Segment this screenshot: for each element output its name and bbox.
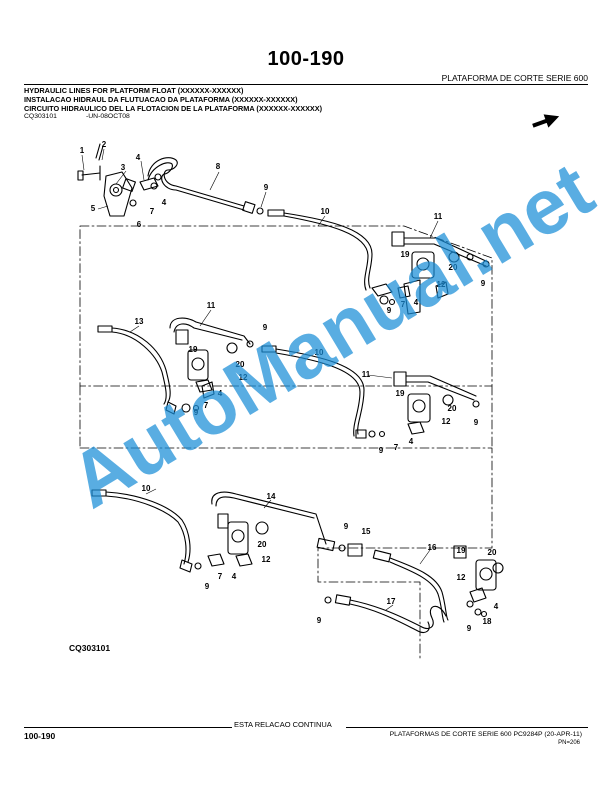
callout-19b: 19 bbox=[188, 345, 198, 354]
callout-3: 3 bbox=[120, 163, 126, 172]
footer-divider-right bbox=[346, 727, 588, 728]
callout-7b: 7 bbox=[400, 300, 406, 309]
callout-9d: 9 bbox=[262, 323, 268, 332]
callout-12b: 12 bbox=[238, 373, 248, 382]
continued-notice: ESTA RELACAO CONTINUA bbox=[234, 720, 332, 729]
title-portuguese: INSTALACAO HIDRAUL DA FLUTUACAO DA PLATA… bbox=[24, 95, 298, 105]
callout-9: 9 bbox=[263, 183, 269, 192]
footer-pn: PN=206 bbox=[558, 740, 580, 746]
callout-1: 1 bbox=[79, 146, 85, 155]
page-title: 100-190 bbox=[267, 48, 345, 70]
callout-9k: 9 bbox=[466, 624, 472, 633]
footer-divider-left bbox=[24, 727, 232, 728]
callout-20: 20 bbox=[448, 263, 458, 272]
callout-20b: 20 bbox=[235, 360, 245, 369]
callout-4d: 4 bbox=[217, 389, 223, 398]
callout-20c: 20 bbox=[447, 404, 457, 413]
callout-18: 18 bbox=[482, 617, 492, 626]
callout-9b: 9 bbox=[386, 306, 392, 315]
callout-8: 8 bbox=[215, 162, 221, 171]
callout-4: 4 bbox=[135, 153, 141, 162]
header-divider bbox=[24, 84, 588, 85]
callout-9j: 9 bbox=[316, 616, 322, 625]
callout-9e: 9 bbox=[193, 408, 199, 417]
callout-10: 10 bbox=[320, 207, 330, 216]
illustration-date: -UN-08OCT08 bbox=[86, 113, 130, 120]
callout-9f: 9 bbox=[378, 446, 384, 455]
figure-code: CQ303101 bbox=[69, 643, 111, 653]
callout-11b: 11 bbox=[206, 301, 216, 310]
callout-15: 15 bbox=[361, 527, 371, 536]
callout-20d: 20 bbox=[257, 540, 267, 549]
callout-4b: 4 bbox=[161, 198, 167, 207]
callout-7e: 7 bbox=[217, 572, 223, 581]
direction-arrow-icon bbox=[532, 114, 560, 128]
callout-19: 19 bbox=[400, 250, 410, 259]
title-spanish: CIRCUITO HIDRAULICO DEL LA FLOTACION DE … bbox=[24, 104, 323, 114]
callout-12: 12 bbox=[436, 280, 446, 289]
callout-9c: 9 bbox=[480, 279, 486, 288]
callout-9g: 9 bbox=[473, 418, 479, 427]
callout-13: 13 bbox=[134, 317, 144, 326]
title-english: HYDRAULIC LINES FOR PLATFORM FLOAT (XXXX… bbox=[24, 86, 244, 95]
callout-10c: 10 bbox=[141, 484, 151, 493]
callout-12e: 12 bbox=[456, 573, 466, 582]
footer-publication-info: PLATAFORMAS DE CORTE SERIE 600 PC9284P (… bbox=[389, 731, 582, 738]
callout-6: 6 bbox=[136, 220, 142, 229]
callout-12d: 12 bbox=[261, 555, 271, 564]
callout-4c: 4 bbox=[413, 298, 419, 307]
callout-9h: 9 bbox=[343, 522, 349, 531]
footer-page-number: 100-190 bbox=[24, 731, 56, 741]
callout-17: 17 bbox=[386, 597, 396, 606]
callout-4f: 4 bbox=[231, 572, 237, 581]
callout-16: 16 bbox=[427, 543, 437, 552]
callout-11c: 11 bbox=[361, 370, 371, 379]
callout-11: 11 bbox=[433, 212, 443, 221]
callout-2: 2 bbox=[101, 140, 107, 149]
callout-19c: 19 bbox=[395, 389, 405, 398]
title-block: HYDRAULIC LINES FOR PLATFORM FLOAT (XXXX… bbox=[24, 86, 322, 114]
callout-7: 7 bbox=[149, 207, 155, 216]
callout-5: 5 bbox=[90, 204, 96, 213]
callout-20e: 20 bbox=[487, 548, 497, 557]
callout-7c: 7 bbox=[203, 401, 209, 410]
illustration-code: CQ303101 bbox=[24, 113, 57, 120]
callout-4e: 4 bbox=[408, 437, 414, 446]
callout-14: 14 bbox=[266, 492, 276, 501]
callout-7d: 7 bbox=[393, 443, 399, 452]
callout-4g: 4 bbox=[493, 602, 499, 611]
section-title: PLATAFORMA DE CORTE SERIE 600 bbox=[441, 73, 588, 83]
callout-9i: 9 bbox=[204, 582, 210, 591]
callout-19d: 19 bbox=[456, 546, 466, 555]
callout-10b: 10 bbox=[314, 348, 324, 357]
callout-12c: 12 bbox=[441, 417, 451, 426]
